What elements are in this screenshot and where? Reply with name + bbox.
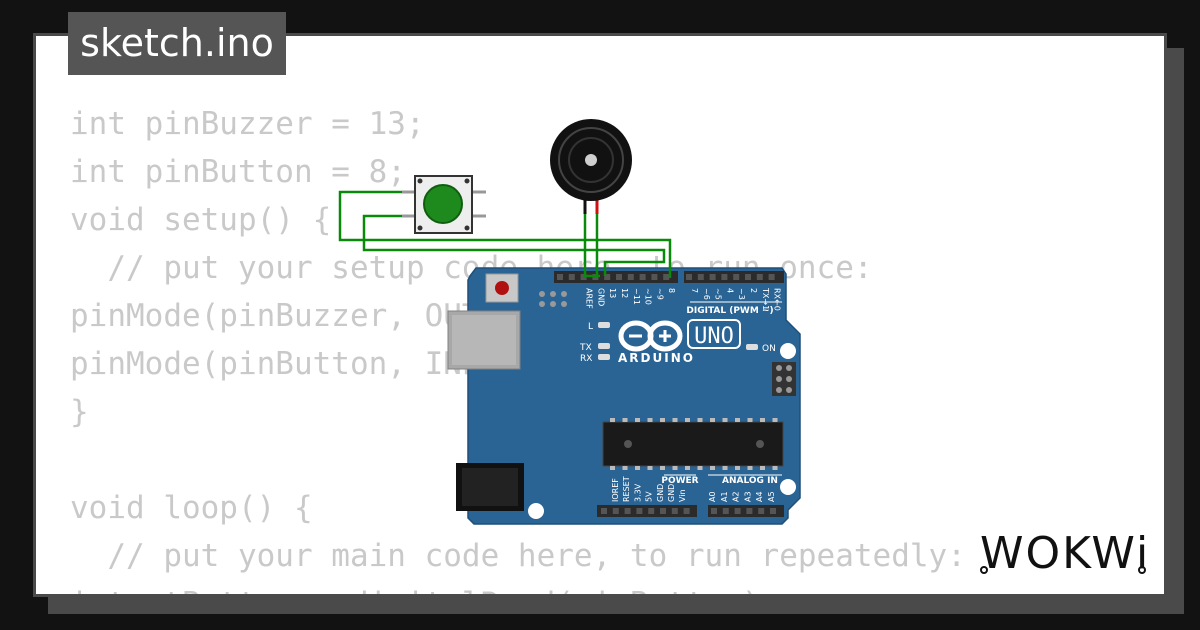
pin-label: A1 [720,491,729,502]
led-on-label: ON [762,344,776,354]
digital-header [554,271,784,283]
code-line: int stButton = digitalRead(pinButton); [70,580,966,594]
code-line: int pinButton = 8; [70,154,406,190]
pin-label: A3 [743,491,752,502]
pin-label: Vin [678,489,687,502]
pin-label: A2 [732,491,741,502]
pin-label: ~11 [632,288,641,305]
arduino-infinity-icon [618,320,683,352]
led-l-label: L [588,322,593,332]
led-tx-label: TX [579,343,592,353]
microcontroller-chip [602,421,784,467]
pin-label: A4 [755,491,764,502]
pin-label: 4 [725,288,734,293]
board-model: UNO [694,324,734,349]
pin-label: ~3 [737,288,746,300]
pin-label: 3.3V [633,483,642,502]
pin-label: ~9 [655,288,664,300]
wokwi-logo-text: WOKWi [980,528,1150,579]
pin-label: GND [656,484,665,502]
pin-label: ~6 [702,288,711,300]
wires [338,190,672,278]
pin-label: 8 [667,288,676,293]
pin-label: 5V [645,491,654,502]
pin-label: 2 [749,288,758,293]
digital-label: DIGITAL (PWM ~) [686,306,773,316]
pin-label: GND [667,484,676,502]
code-line: int pinBuzzer = 13; [70,106,425,142]
pin-label: GND [596,288,605,306]
pin-label: AREF [585,288,594,309]
pin-label: A0 [708,491,717,502]
button-cap[interactable] [423,184,463,224]
piezo-buzzer [550,119,632,214]
push-button[interactable] [402,175,486,234]
pin-label: 7 [690,288,699,293]
file-tab[interactable]: sketch.ino [68,12,286,75]
icsp-header [772,362,796,396]
pin-label: 12 [620,288,629,298]
power-label: POWER [661,476,698,486]
pin-label: 13 [608,288,617,298]
pin-label: RX←0 [773,288,782,311]
pin-label: TX→1 [761,287,770,310]
pin-label: ~10 [644,288,653,305]
reset-button-cap [495,281,509,295]
board-brand: ARDUINO [618,351,695,365]
uno-badge [687,319,741,349]
analog-label: ANALOG IN [722,476,778,486]
code-line: } [70,394,89,430]
code-line: void loop() { [70,490,313,526]
code-line: void setup() { [70,202,332,238]
pin-label: ~5 [714,288,723,300]
pin-label: IOREF [611,478,620,502]
led-rx-label: RX [580,354,592,364]
bottom-header [597,505,784,517]
pin-label: A5 [767,491,776,502]
pin-label: RESET [622,476,631,502]
code-line: // put your main code here, to run repea… [70,538,966,574]
wokwi-logo: WOKWi [980,528,1150,579]
